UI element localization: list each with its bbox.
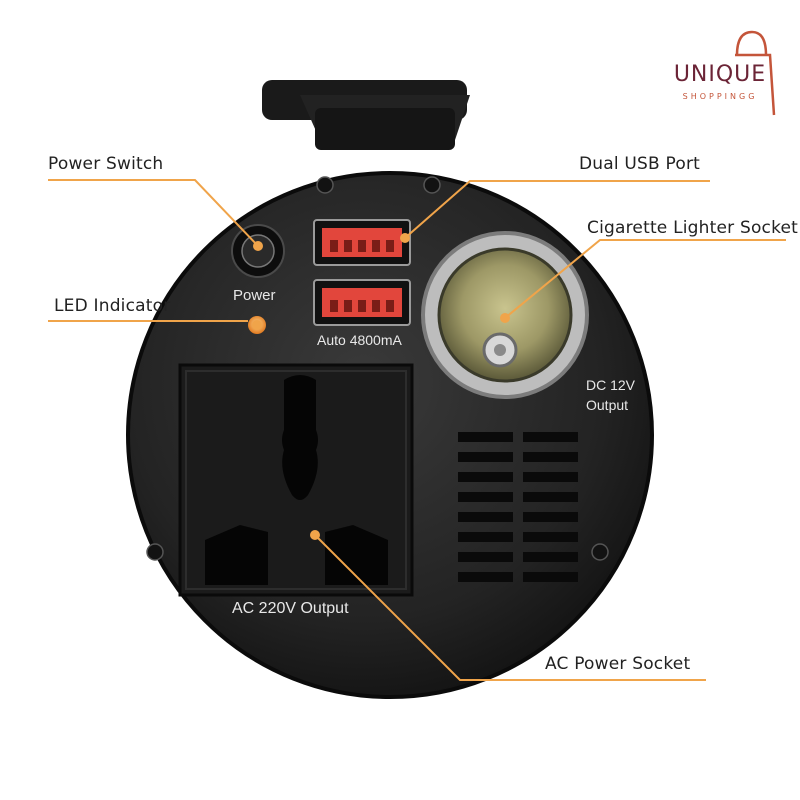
mounting-bracket [262,80,470,150]
screw-heads [146,176,609,561]
callout-cigarette-lighter-socket: Cigarette Lighter Socket [587,218,799,238]
callout-led-indicator: LED Indicator [54,296,171,316]
logo-bag-icon [735,30,776,116]
callout-anchor-dots [252,233,510,540]
label-ac-output: AC 220V Output [232,600,349,617]
label-dc-line2: Output [586,397,629,413]
label-power: Power [233,287,276,304]
callout-power-switch: Power Switch [48,154,164,174]
usb-ports [313,219,411,326]
brand-logo: UNIQUE SHOPPINGG [660,30,780,120]
callout-leader-lines [48,179,786,681]
label-usb-output: Auto 4800mA [317,332,402,348]
brand-tagline: SHOPPINGG [682,92,758,101]
callout-dual-usb-port: Dual USB Port [579,154,701,174]
vent-grille [458,432,578,582]
label-dc-line1: DC 12V [586,377,636,393]
brand-name: UNIQUE [673,62,767,87]
ac-outlet [178,363,414,597]
callout-ac-power-socket: AC Power Socket [545,654,691,674]
